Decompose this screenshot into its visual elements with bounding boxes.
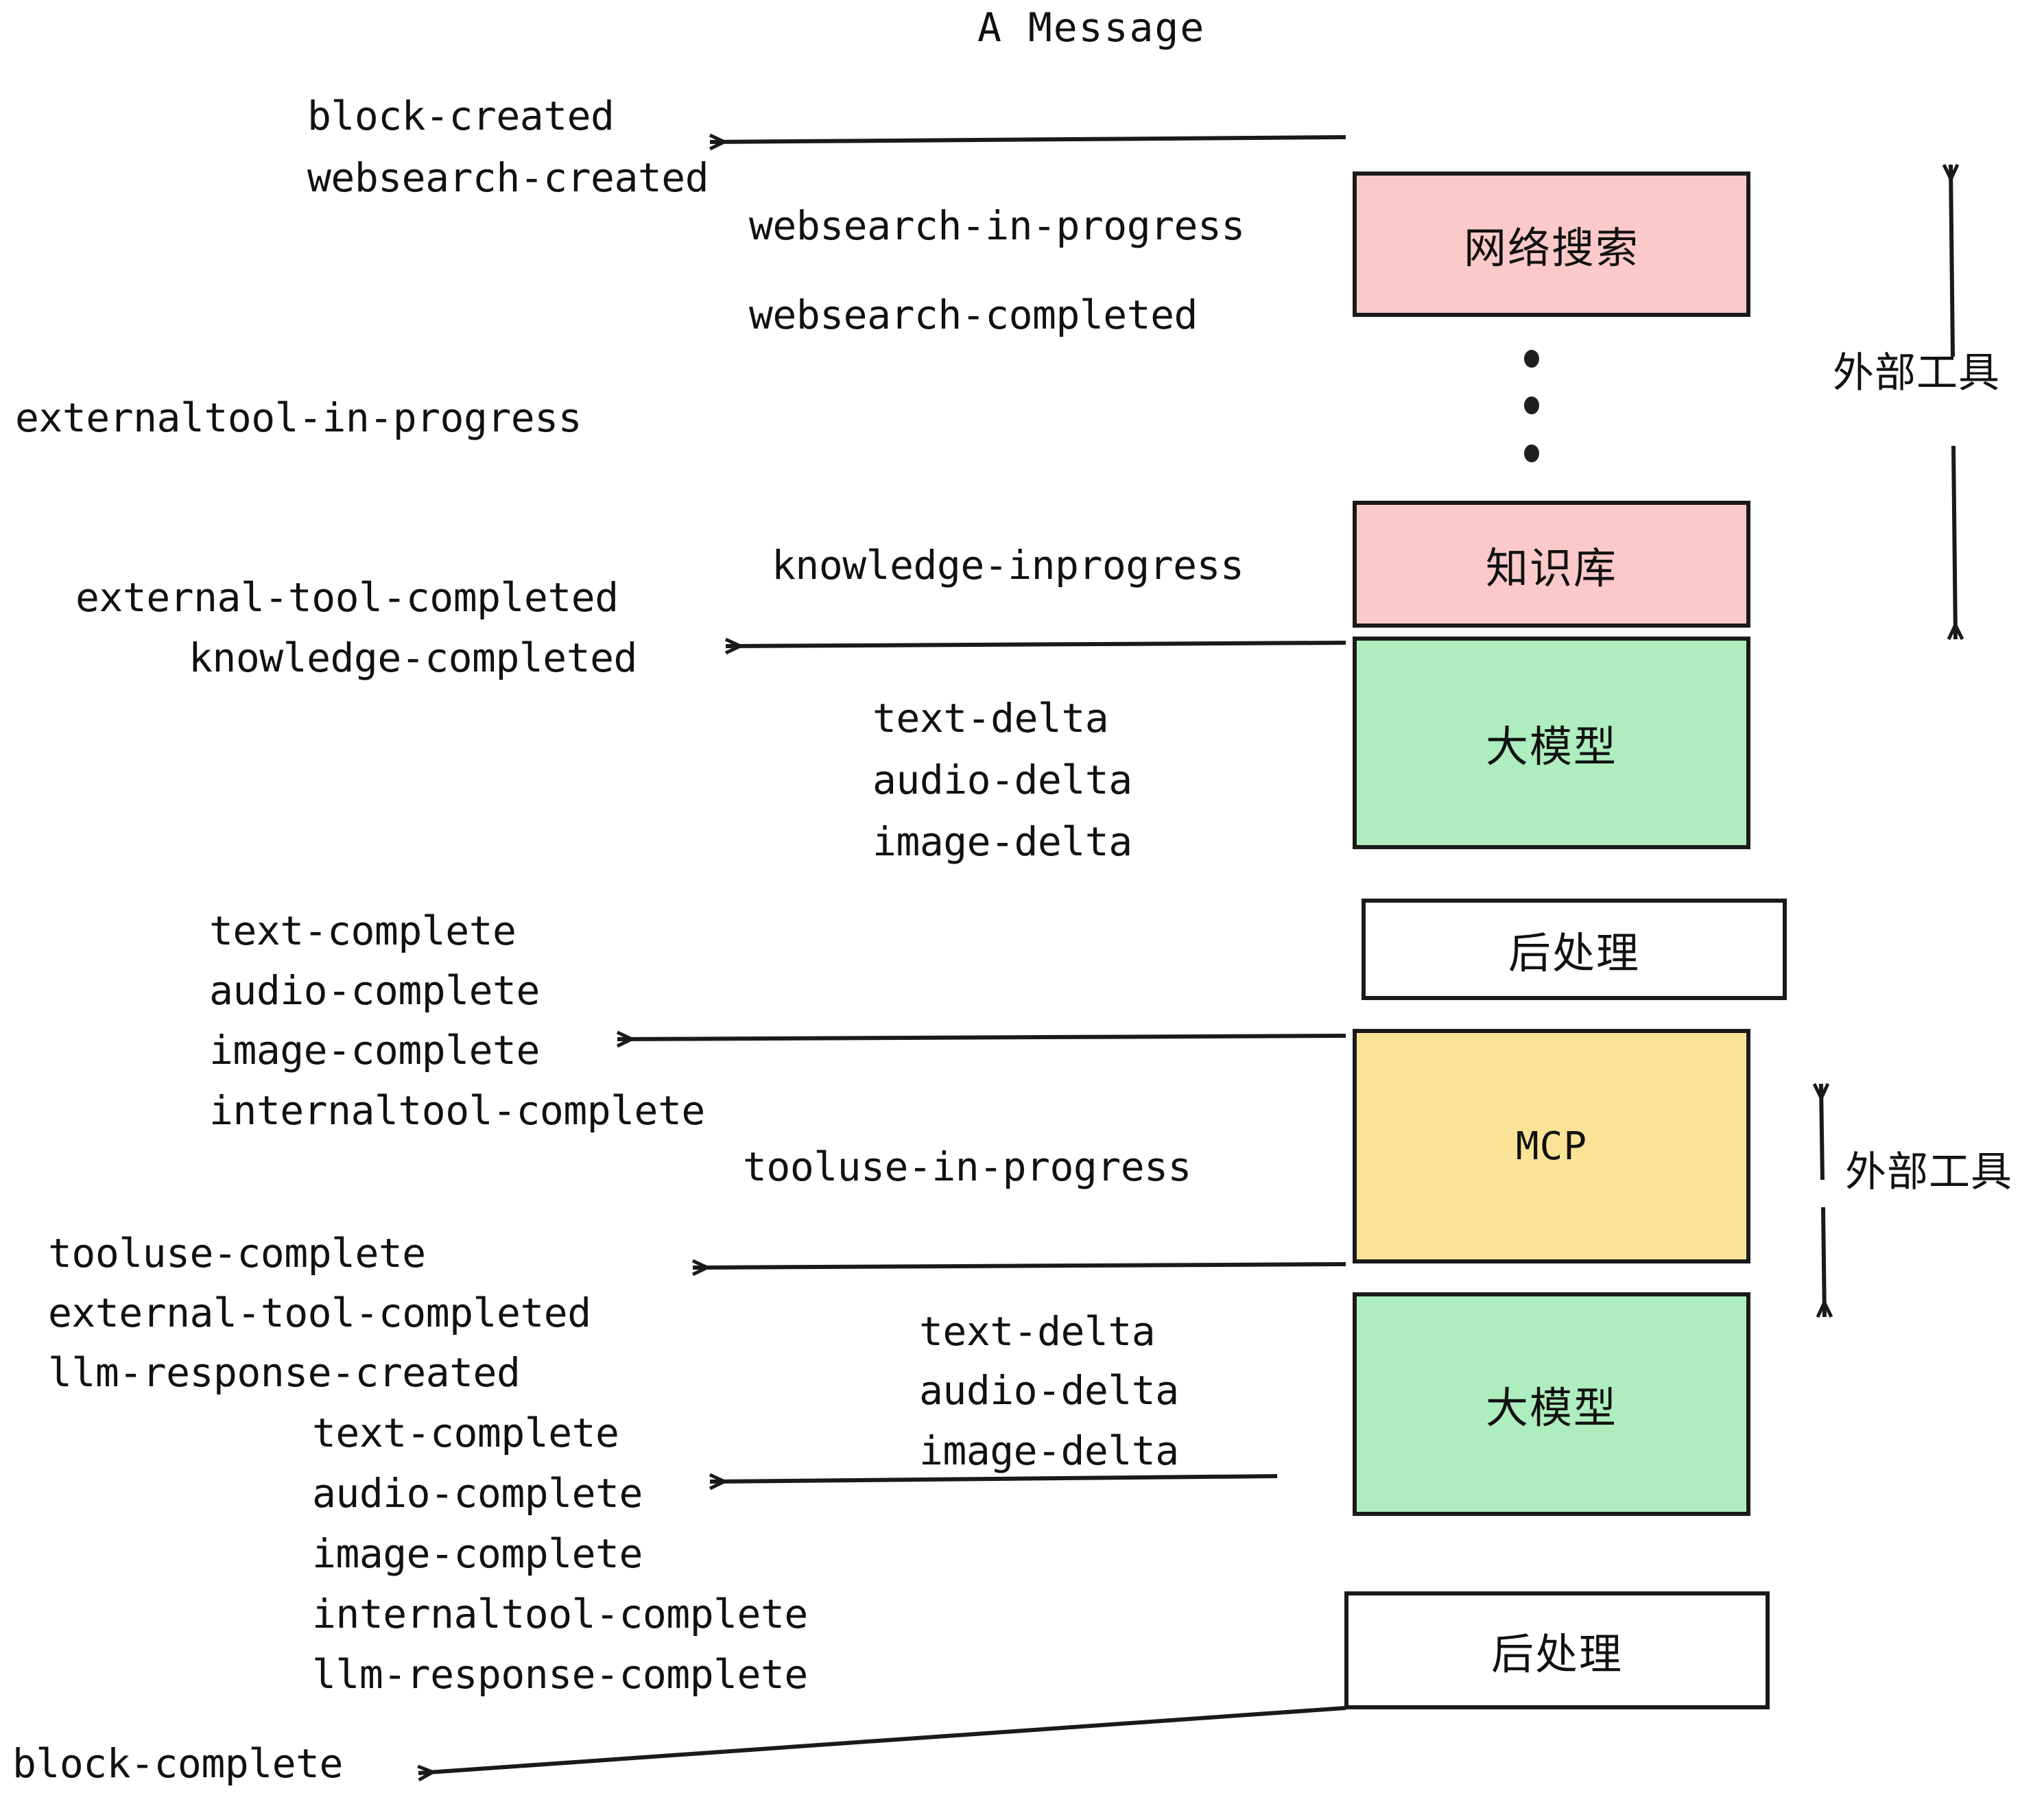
node-mcp[interactable]: MCP <box>1353 1029 1750 1263</box>
event-image-complete-1: image-complete <box>209 1027 540 1073</box>
arrow-llm-to-audio-complete <box>710 1476 1278 1482</box>
node-llm-bottom-label: 大模型 <box>1485 1383 1617 1433</box>
label-external-tools-bottom: 外部工具 <box>1845 1148 2012 1196</box>
arrow-knowledge-to-completed <box>726 643 1346 646</box>
arrow-post-to-block-complete <box>418 1706 1346 1773</box>
ellipsis-dot-3 <box>1524 444 1539 462</box>
event-websearch-created: websearch-created <box>307 154 709 201</box>
node-websearch[interactable]: 网络搜索 <box>1353 171 1750 317</box>
node-llm-bottom[interactable]: 大模型 <box>1353 1292 1750 1516</box>
event-tooluse-in-progress: tooluse-in-progress <box>743 1143 1191 1190</box>
event-image-delta-1: image-delta <box>872 818 1132 865</box>
node-post-top[interactable]: 后处理 <box>1362 899 1787 1000</box>
node-knowledge[interactable]: 知识库 <box>1353 501 1750 628</box>
event-text-complete-2: text-complete <box>312 1410 619 1456</box>
event-text-delta-2: text-delta <box>919 1308 1156 1355</box>
event-audio-complete-1: audio-complete <box>209 967 540 1014</box>
label-external-tools-top: 外部工具 <box>1833 349 2000 397</box>
event-knowledge-completed: knowledge-completed <box>189 634 637 681</box>
event-internaltool-complete-1: internaltool-complete <box>209 1087 705 1134</box>
node-llm-top-label: 大模型 <box>1485 722 1617 772</box>
event-knowledge-inprogress: knowledge-inprogress <box>772 542 1244 589</box>
event-tooluse-complete: tooluse-complete <box>48 1230 426 1277</box>
event-image-complete-2: image-complete <box>312 1530 643 1577</box>
node-llm-top[interactable]: 大模型 <box>1353 637 1750 849</box>
node-mcp-label: MCP <box>1515 1124 1588 1169</box>
node-post-top-label: 后处理 <box>1508 928 1640 978</box>
ellipsis-dot-1 <box>1524 350 1539 368</box>
event-llm-response-complete: llm-response-complete <box>312 1651 808 1698</box>
node-post-bottom[interactable]: 后处理 <box>1344 1591 1770 1709</box>
event-internaltool-complete-2: internaltool-complete <box>312 1591 808 1637</box>
event-audio-delta-1: audio-delta <box>872 757 1132 803</box>
page-title: A Message <box>977 4 1206 51</box>
event-audio-complete-2: audio-complete <box>312 1470 643 1517</box>
event-image-delta-2: image-delta <box>919 1427 1179 1474</box>
event-text-complete-1: text-complete <box>209 907 516 954</box>
arrow-mcp-to-tooluse-complete <box>693 1264 1346 1268</box>
node-websearch-label: 网络搜索 <box>1463 223 1639 273</box>
event-block-complete: block-complete <box>12 1740 343 1787</box>
arrow-post-to-image-complete <box>617 1036 1346 1039</box>
event-llm-response-created: llm-response-created <box>48 1349 521 1396</box>
node-post-bottom-label: 后处理 <box>1490 1629 1623 1679</box>
event-external-tool-completed-1: external-tool-completed <box>75 574 619 621</box>
event-audio-delta-2: audio-delta <box>919 1367 1179 1414</box>
node-knowledge-label: 知识库 <box>1485 543 1617 593</box>
arrow-websearch-to-block-created <box>710 137 1346 142</box>
event-websearch-in-progress: websearch-in-progress <box>749 202 1245 249</box>
event-external-tool-completed-2: external-tool-completed <box>48 1290 591 1336</box>
event-externaltool-in-progress: externaltool-in-progress <box>15 394 582 441</box>
event-websearch-completed: websearch-completed <box>749 292 1198 338</box>
event-block-created: block-created <box>307 93 615 139</box>
external-tools-range-top <box>1951 165 1956 639</box>
event-text-delta-1: text-delta <box>872 695 1109 741</box>
ellipsis-dot-2 <box>1524 396 1539 414</box>
external-tools-range-bottom <box>1821 1084 1825 1317</box>
